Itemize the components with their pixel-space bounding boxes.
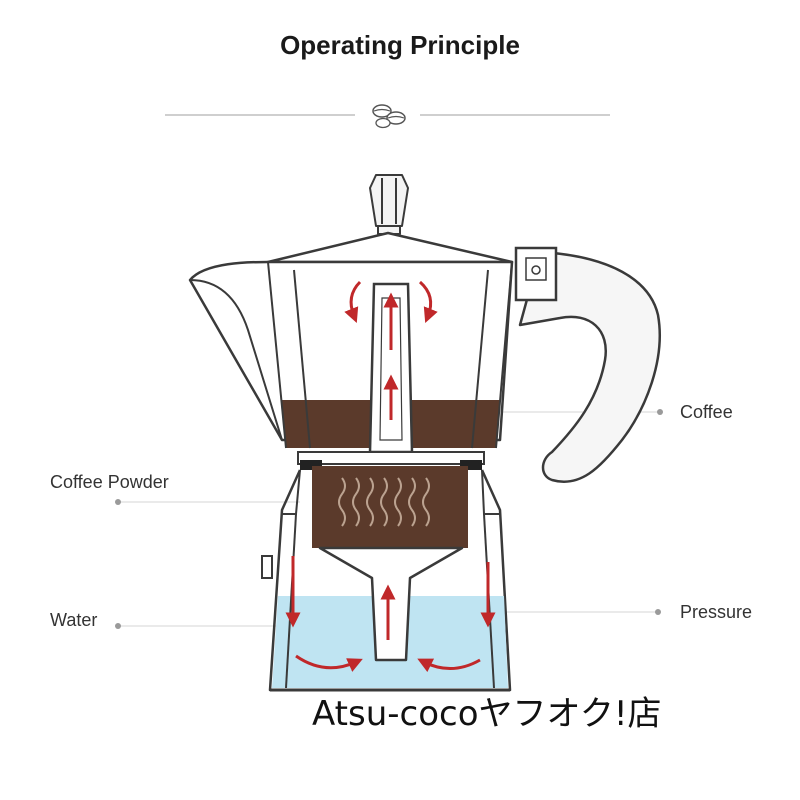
handle — [514, 246, 661, 483]
safety-valve — [261, 555, 273, 579]
label-coffee-powder: Coffee Powder — [50, 472, 169, 492]
page-title: Operating Principle — [280, 30, 520, 60]
coffee-powder — [312, 466, 468, 548]
flow-arrows — [285, 280, 496, 673]
funnel — [318, 546, 464, 662]
label-water: Water — [50, 610, 98, 630]
upper-facets — [267, 261, 513, 449]
gasket — [297, 451, 485, 470]
lid-knob — [369, 174, 409, 235]
shop-watermark: Atsu-cocoヤフオク!店 — [312, 694, 662, 734]
coffee-beans-icon — [372, 104, 406, 129]
label-dots — [115, 409, 663, 629]
label-pressure: Pressure — [680, 602, 753, 622]
lid — [266, 231, 514, 264]
powder-waves — [338, 477, 430, 527]
label-coffee: Coffee — [680, 402, 733, 422]
